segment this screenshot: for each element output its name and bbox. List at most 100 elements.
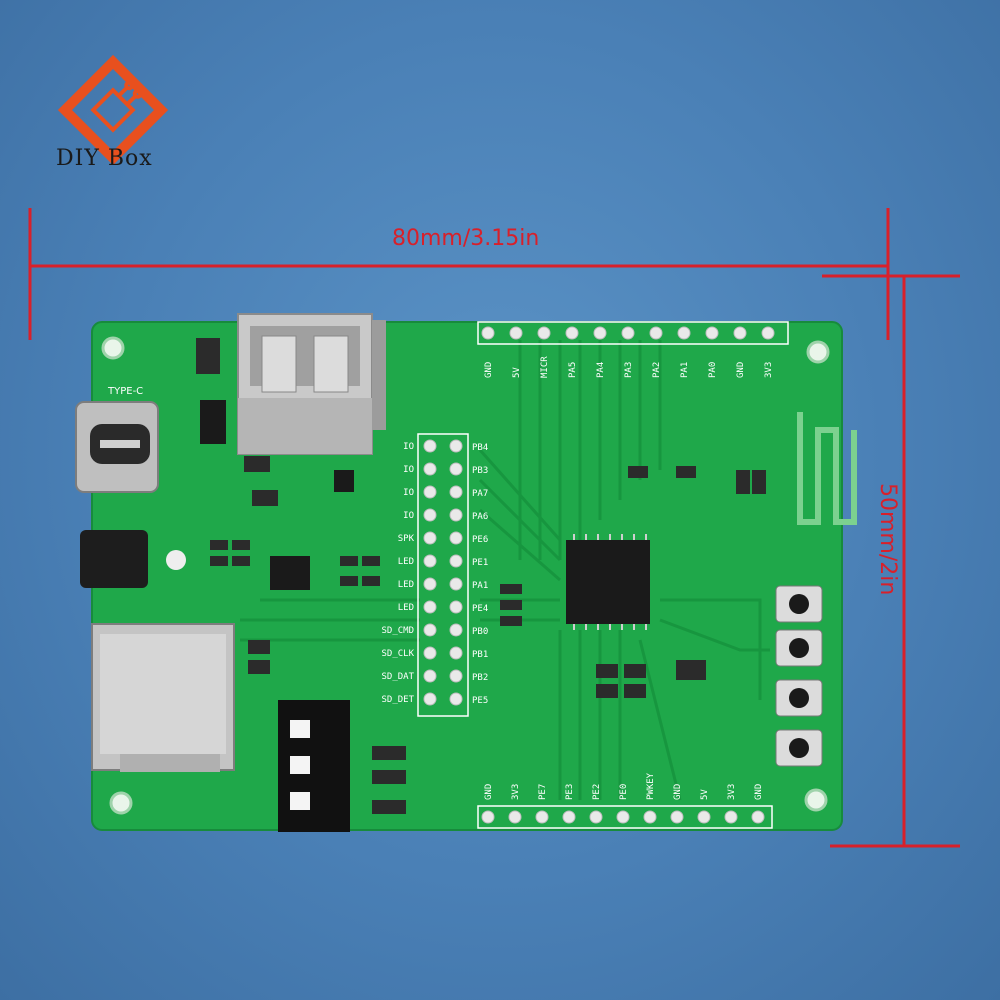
middle-left-pin-label: LED bbox=[398, 603, 414, 613]
tactile-buttons bbox=[775, 585, 823, 767]
top-pin-label: MICR bbox=[540, 356, 550, 378]
height-dimension-line bbox=[830, 276, 960, 848]
bottom-pin-label: 3V3 bbox=[511, 784, 521, 800]
middle-left-pin-label: SPK bbox=[398, 534, 415, 544]
bottom-pin-label: 3V3 bbox=[727, 784, 737, 800]
pin-hole bbox=[733, 326, 747, 340]
middle-pin-label: PA1 bbox=[472, 581, 488, 591]
pin-hole bbox=[423, 485, 437, 499]
pin-hole bbox=[449, 669, 463, 683]
pin-hole bbox=[423, 600, 437, 614]
pin-hole bbox=[423, 462, 437, 476]
small-ic bbox=[270, 556, 310, 590]
pin-hole bbox=[562, 810, 576, 824]
pin-hole bbox=[449, 623, 463, 637]
pin-hole bbox=[705, 326, 719, 340]
bottom-pin-label: PE3 bbox=[565, 784, 575, 800]
middle-left-pin-label: IO bbox=[403, 511, 414, 521]
middle-pin-label: PA7 bbox=[472, 489, 488, 499]
pin-hole bbox=[616, 810, 630, 824]
pin-hole bbox=[509, 326, 523, 340]
bottom-pin-label: GND bbox=[484, 784, 494, 800]
bottom-pin-label: 5V bbox=[700, 789, 710, 800]
pin-hole bbox=[449, 508, 463, 522]
pin-hole bbox=[589, 810, 603, 824]
pin-hole bbox=[535, 810, 549, 824]
middle-left-pin-label: SD_DET bbox=[381, 695, 414, 705]
pin-hole bbox=[423, 646, 437, 660]
pcb-traces bbox=[240, 340, 770, 801]
pin-hole bbox=[643, 810, 657, 824]
bottom-pin-label: GND bbox=[673, 784, 683, 800]
middle-pin-label: PB1 bbox=[472, 650, 488, 660]
bottom-pin-label: PE2 bbox=[592, 784, 602, 800]
pin-hole bbox=[508, 810, 522, 824]
pin-hole bbox=[423, 669, 437, 683]
top-pin-label: 5V bbox=[512, 367, 522, 378]
pin-hole bbox=[697, 810, 711, 824]
pin-hole bbox=[449, 439, 463, 453]
middle-left-pin-label: SD_DAT bbox=[381, 672, 414, 682]
pin-hole bbox=[481, 326, 495, 340]
middle-pin-label: PE5 bbox=[472, 696, 488, 706]
top-pin-label: PA4 bbox=[596, 362, 606, 378]
pin-hole bbox=[423, 577, 437, 591]
usb-a-port bbox=[237, 313, 386, 455]
regulator-ic bbox=[200, 400, 226, 444]
middle-pin-label: PB0 bbox=[472, 627, 488, 637]
top-pin-label: PA0 bbox=[708, 362, 718, 378]
bottom-pin-label: PE0 bbox=[619, 784, 629, 800]
middle-pin-label: PA6 bbox=[472, 512, 488, 522]
top-pin-label: PA5 bbox=[568, 362, 578, 378]
ir-receiver bbox=[80, 530, 148, 588]
pin-hole bbox=[751, 810, 765, 824]
pin-hole bbox=[449, 577, 463, 591]
pin-hole bbox=[481, 810, 495, 824]
middle-left-pin-label: LED bbox=[398, 580, 414, 590]
width-dimension-label: 80mm/3.15in bbox=[392, 226, 540, 251]
pin-hole bbox=[621, 326, 635, 340]
pin-hole bbox=[537, 326, 551, 340]
middle-pin-label: PB3 bbox=[472, 466, 488, 476]
bottom-pin-header bbox=[477, 805, 773, 829]
middle-pin-label: PE4 bbox=[472, 604, 488, 614]
small-button bbox=[166, 550, 186, 570]
middle-left-pin-label: LED bbox=[398, 557, 414, 567]
pin-hole bbox=[423, 692, 437, 706]
bottom-pin-label: PWKEY bbox=[646, 772, 656, 800]
bottom-pin-label: GND bbox=[754, 784, 764, 800]
middle-pin-label: PE1 bbox=[472, 558, 488, 568]
pin-hole bbox=[423, 623, 437, 637]
middle-pin-header bbox=[417, 433, 469, 717]
pin-hole bbox=[449, 554, 463, 568]
pin-hole bbox=[449, 485, 463, 499]
middle-left-pin-label: SD_CMD bbox=[381, 626, 414, 636]
pin-hole bbox=[423, 439, 437, 453]
middle-left-pin-label: IO bbox=[403, 488, 414, 498]
bottom-pin-label: PE7 bbox=[538, 784, 548, 800]
pin-hole bbox=[423, 531, 437, 545]
top-pin-label: PA1 bbox=[680, 362, 690, 378]
pin-hole bbox=[449, 531, 463, 545]
width-dimension-line bbox=[28, 208, 960, 340]
pin-hole bbox=[649, 326, 663, 340]
top-pin-header bbox=[477, 321, 789, 345]
pin-hole bbox=[677, 326, 691, 340]
pin-hole bbox=[593, 326, 607, 340]
pin-hole bbox=[449, 600, 463, 614]
passive-components bbox=[196, 338, 766, 814]
bottom-header-labels: GND 3V3 PE7 PE3 PE2 PE0 PWKEY GND 5V 3V3 GND bbox=[484, 772, 764, 800]
top-pin-label: GND bbox=[484, 362, 494, 378]
pin-hole bbox=[449, 646, 463, 660]
mcu-chip bbox=[566, 534, 650, 630]
middle-left-pin-label: IO bbox=[403, 442, 414, 452]
middle-pin-label: PB4 bbox=[472, 443, 488, 453]
middle-pin-label: PB2 bbox=[472, 673, 488, 683]
audio-jack bbox=[278, 700, 350, 832]
diy-box-logo bbox=[58, 54, 168, 166]
pin-hole bbox=[565, 326, 579, 340]
middle-left-pin-label: SD_CLK bbox=[381, 649, 414, 659]
